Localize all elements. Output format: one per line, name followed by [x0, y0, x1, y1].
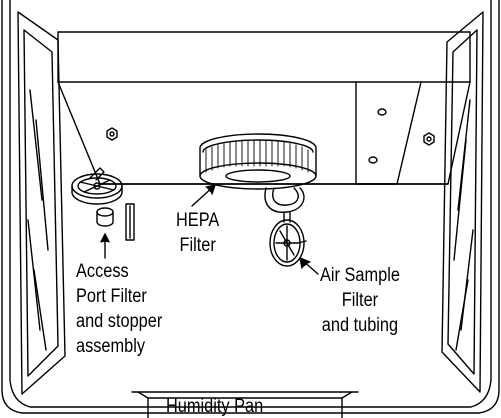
label-line: and stopper — [76, 311, 163, 332]
air-sample-filter — [269, 219, 307, 267]
right-wall-panel — [441, 11, 484, 393]
hepa-leader-arrow — [191, 184, 216, 207]
air-sample-label: Air Sample Filter and tubing — [320, 263, 400, 338]
air-sample-tubing — [264, 187, 305, 223]
humidity-pan — [131, 391, 359, 418]
access-leader-arrow — [100, 233, 110, 259]
fastener-right-icon — [423, 132, 435, 146]
label-line: Port Filter — [76, 286, 147, 307]
left-wall-panel — [17, 11, 66, 395]
access-port-filter — [71, 167, 123, 205]
label-line: Humidity Pan — [166, 396, 264, 417]
label-line: Filter — [341, 290, 379, 311]
label-line: assembly — [76, 336, 146, 357]
label-line: HEPA — [176, 210, 220, 231]
mounting-plate — [355, 81, 422, 185]
humidity-pan-label: Humidity Pan — [166, 394, 263, 418]
port-filter-cartridge — [125, 203, 135, 241]
air-sample-leader-arrow — [299, 257, 319, 275]
access-port-label: Access Port Filter and stopper assembly — [76, 259, 162, 359]
hepa-filter — [199, 133, 317, 190]
fastener-left-icon — [106, 127, 118, 141]
top-housing — [57, 31, 471, 185]
stopper — [96, 207, 114, 227]
label-line: Access — [76, 261, 129, 282]
label-line: Filter — [179, 235, 216, 256]
hepa-filter-label: HEPA Filter — [176, 208, 219, 258]
label-line: and tubing — [321, 315, 399, 336]
label-line: Air Sample — [320, 265, 400, 286]
